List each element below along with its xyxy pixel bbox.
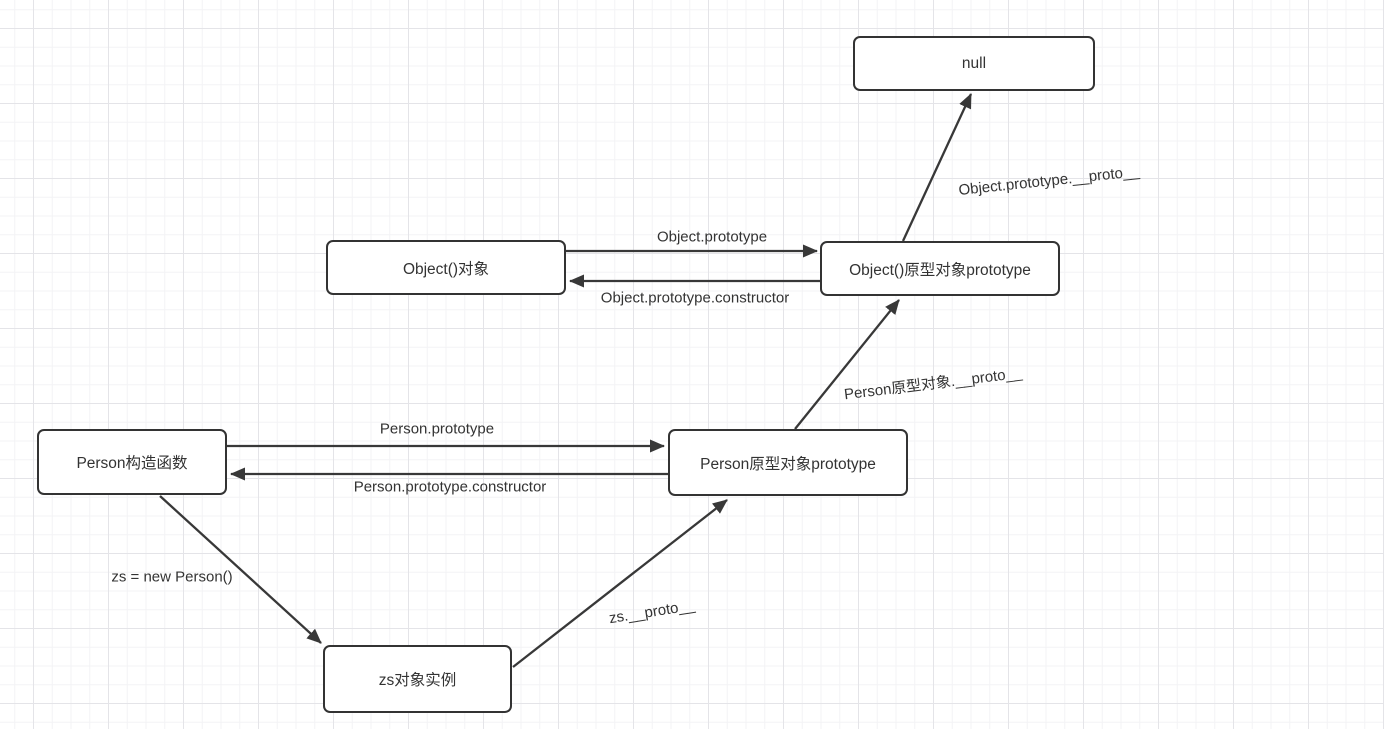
edge-label-object-prototype: Object.prototype	[656, 228, 768, 246]
node-object-constructor-label: Object()对象	[402, 260, 490, 278]
node-zs-instance[interactable]: zs对象实例	[323, 645, 512, 713]
edge-label-person-prototype-constructor: Person.prototype.constructor	[353, 478, 547, 496]
node-object-prototype[interactable]: Object()原型对象prototype	[820, 241, 1060, 296]
arrow-object-prototype-proto-null	[901, 93, 973, 242]
node-person-constructor-label: Person构造函数	[76, 455, 188, 472]
edge-label-object-prototype-constructor: Object.prototype.constructor	[600, 289, 790, 307]
node-person-prototype[interactable]: Person原型对象prototype	[668, 429, 908, 496]
node-person-prototype-label: Person原型对象prototype	[700, 455, 876, 473]
edge-label-new-person: zs = new Person()	[111, 568, 233, 586]
arrow-new-person	[159, 495, 322, 644]
node-object-prototype-label: Object()原型对象prototype	[849, 261, 1031, 279]
edge-label-person-prototype: Person.prototype	[379, 420, 495, 438]
node-person-constructor[interactable]: Person构造函数	[37, 429, 227, 495]
arrow-zs-proto	[512, 499, 728, 668]
arrow-person-prototype-proto	[794, 299, 900, 430]
node-object-constructor[interactable]: Object()对象	[326, 240, 566, 295]
node-null-label: null	[961, 54, 987, 72]
node-null[interactable]: null	[853, 36, 1095, 91]
node-zs-instance-label: zs对象实例	[378, 672, 457, 689]
